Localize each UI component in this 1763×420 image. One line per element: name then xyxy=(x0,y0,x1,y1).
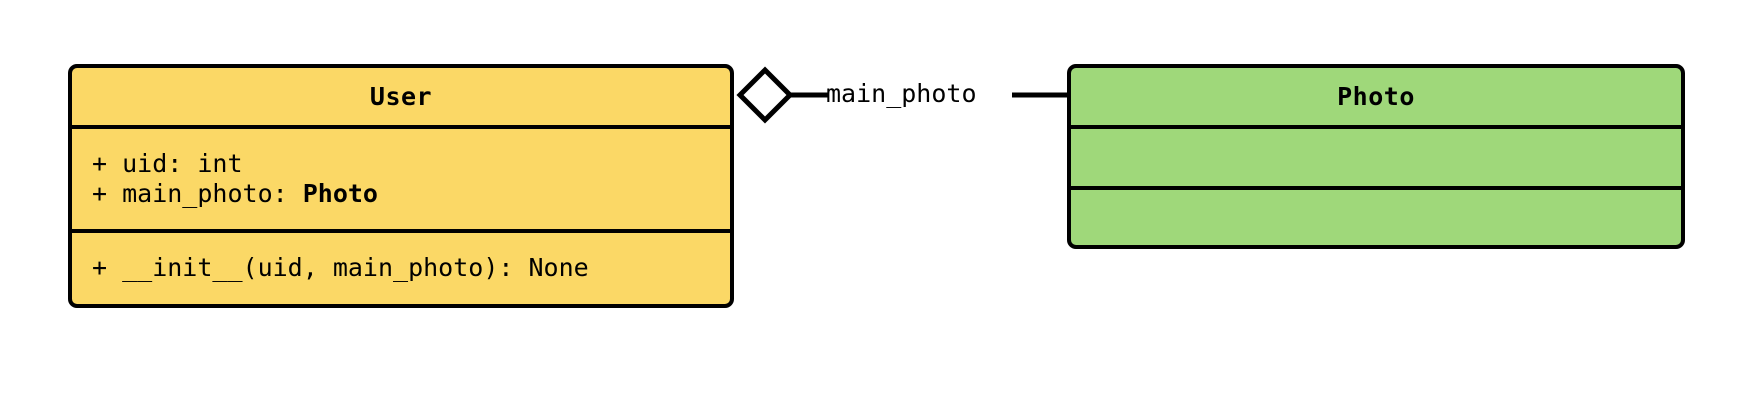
uml-class-user[interactable]: User + uid: int + main_photo: Photo + __… xyxy=(68,64,734,308)
aggregation-role-label: main_photo xyxy=(826,79,977,108)
class-user-attribute-main-photo: + main_photo: Photo xyxy=(92,179,730,210)
class-user-name: User xyxy=(369,81,433,111)
class-user-methods-compartment: + __init__(uid, main_photo): None xyxy=(72,233,730,304)
class-photo-methods-compartment xyxy=(1071,190,1681,245)
class-photo-title-compartment: Photo xyxy=(1071,68,1681,129)
class-user-attributes-compartment: + uid: int + main_photo: Photo xyxy=(72,129,730,233)
class-user-method-init: + __init__(uid, main_photo): None xyxy=(92,253,589,283)
attribute-main-photo-text: + main_photo: xyxy=(92,179,303,208)
class-photo-attributes-compartment xyxy=(1071,129,1681,190)
aggregation-diamond-icon xyxy=(736,66,794,124)
uml-class-photo[interactable]: Photo xyxy=(1067,64,1685,249)
class-user-title-compartment: User xyxy=(72,68,730,129)
attribute-main-photo-type: Photo xyxy=(302,179,378,208)
class-user-attribute-uid: + uid: int xyxy=(92,148,243,178)
class-photo-name: Photo xyxy=(1337,81,1415,111)
